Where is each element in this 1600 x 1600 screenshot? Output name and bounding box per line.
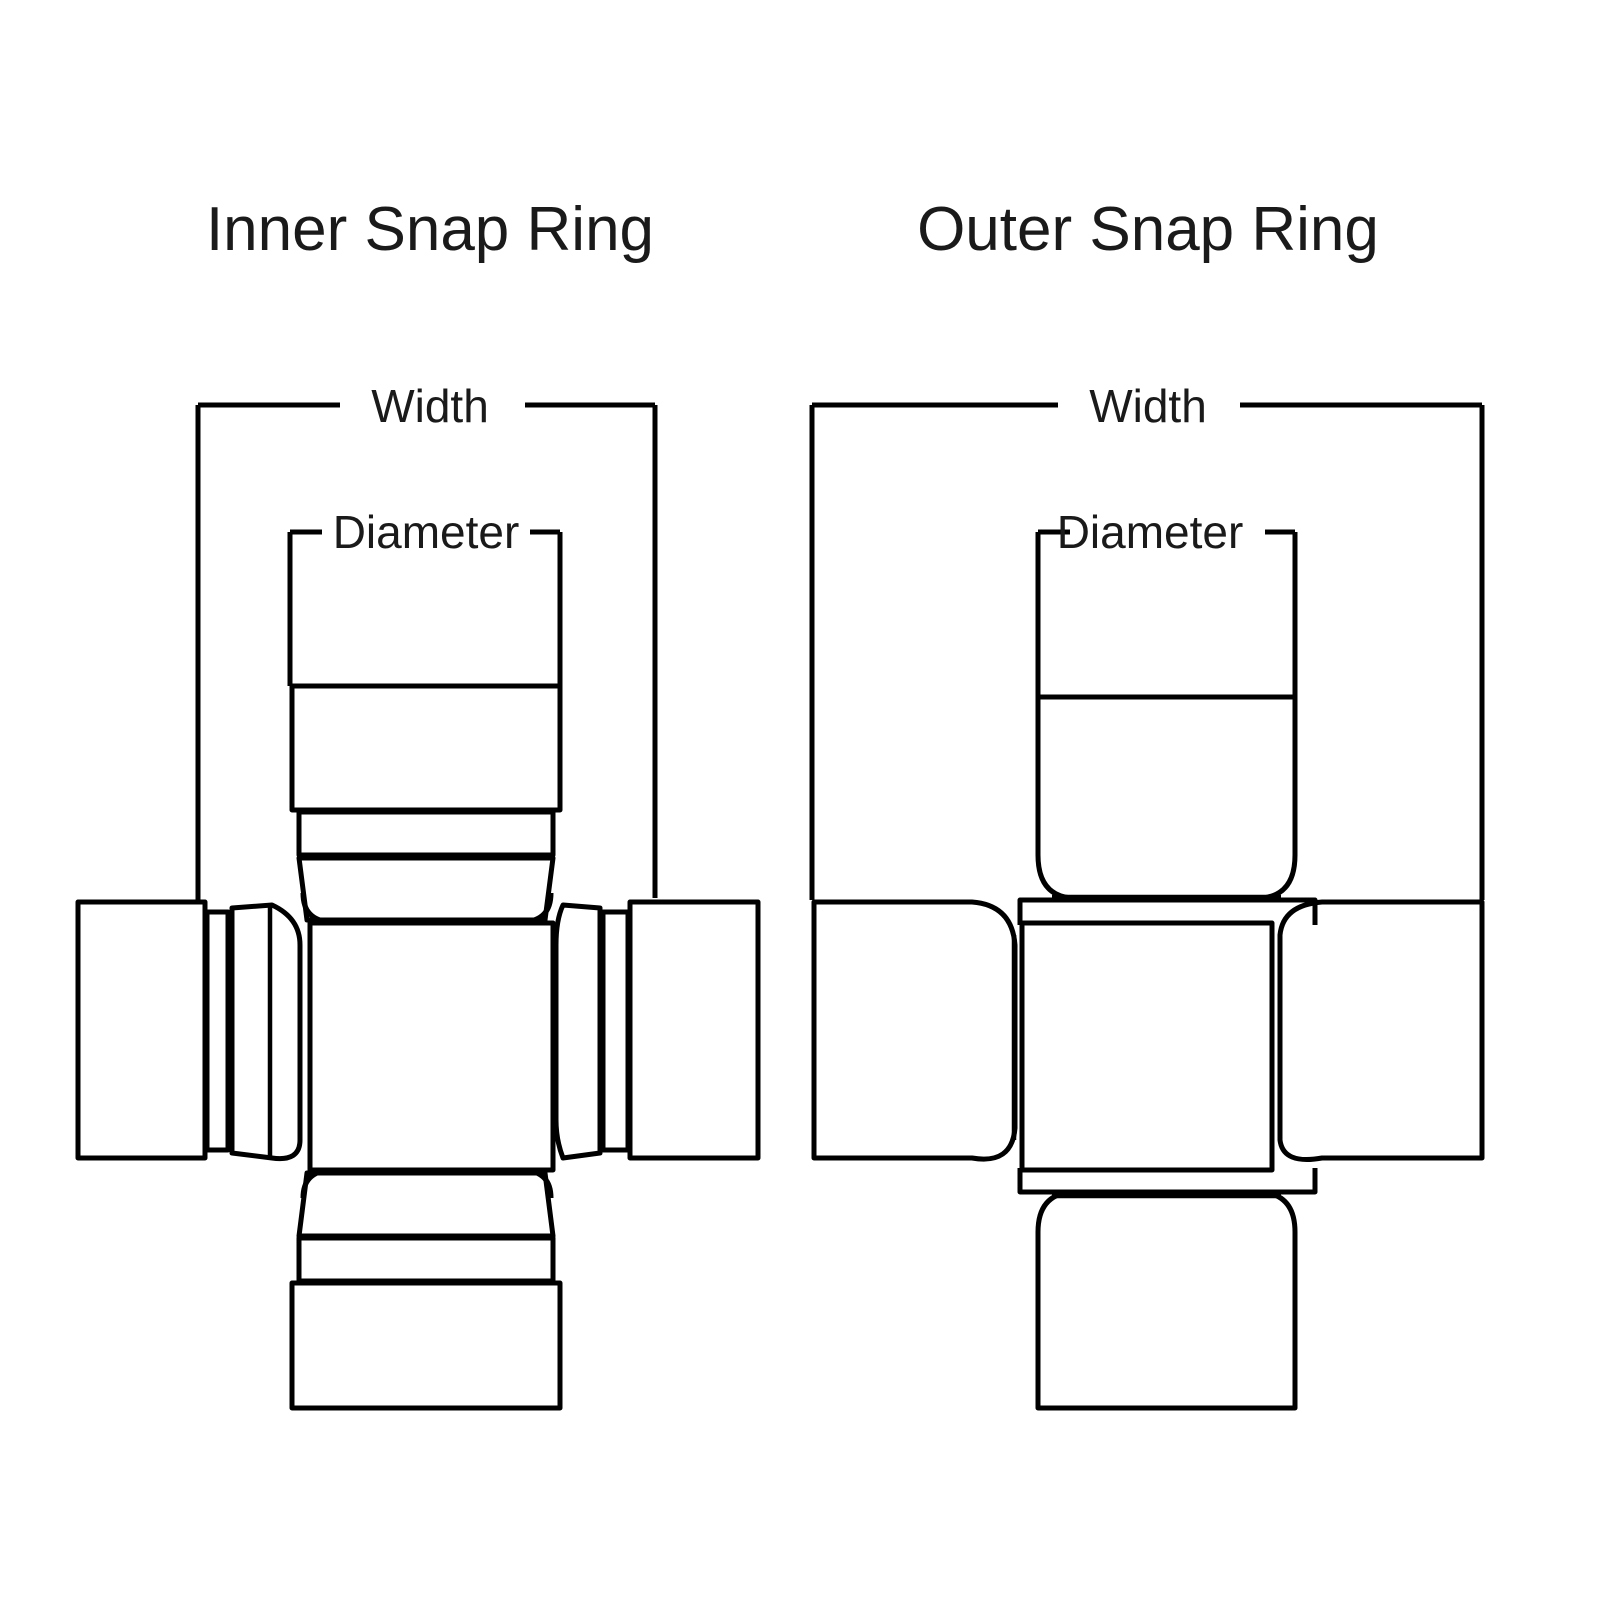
width-dimension-outer: Width [809,380,1485,900]
left-bearing-cap-outer [811,899,1018,1162]
right-bearing-cap-outer [1277,899,1485,1162]
left-snapring-band-inner [204,909,231,1153]
right-snapring-band-inner [600,909,631,1153]
top-cap-body-outer [1035,694,1298,901]
bottom-cap-body-outer [1035,1189,1298,1411]
top-shoulder-outer [1017,897,1318,925]
top-cap-body-inner [289,683,563,813]
left-outer-cap-inner [75,899,208,1161]
panel-title-inner: Inner Snap Ring [206,195,654,264]
top-snapring-band-inner [296,809,556,858]
diameter-dimension-inner: Diameter [287,506,563,686]
left-seal-collar-inner [229,902,303,1162]
panel-inner-snap-ring: Inner Snap Ring Width Diameter [75,195,761,1411]
top-bearing-cap-inner [289,683,563,925]
left-cap-body-outer [811,899,1018,1162]
left-bearing-cap-inner [75,899,303,1162]
center-hub-inner [307,920,556,1173]
right-bearing-cap-inner [553,899,761,1161]
right-outer-cap-inner [627,899,761,1161]
bottom-seal-collar-inner [296,1170,556,1239]
panel-title-outer: Outer Snap Ring [917,195,1379,264]
center-hub-outer [1019,920,1275,1173]
right-seal-collar-inner [553,902,603,1161]
bottom-snapring-band-inner [296,1235,556,1284]
bottom-bearing-cap-inner [289,1167,563,1411]
bottom-bearing-cap-outer [1017,1168,1318,1411]
width-dimension-inner: Width [195,380,658,900]
diameter-label-outer: Diameter [1057,506,1244,558]
panel-outer-snap-ring: Outer Snap Ring Width Diameter [809,195,1485,1411]
right-cap-body-outer [1277,899,1485,1162]
bottom-cap-body-inner [289,1280,563,1411]
top-seal-collar-inner [296,855,556,923]
top-bearing-cap-outer [1017,694,1318,925]
diameter-label-inner: Diameter [333,506,520,558]
diameter-dimension-outer: Diameter [1035,506,1298,697]
width-label-inner: Width [371,380,489,432]
width-label-outer: Width [1089,380,1207,432]
